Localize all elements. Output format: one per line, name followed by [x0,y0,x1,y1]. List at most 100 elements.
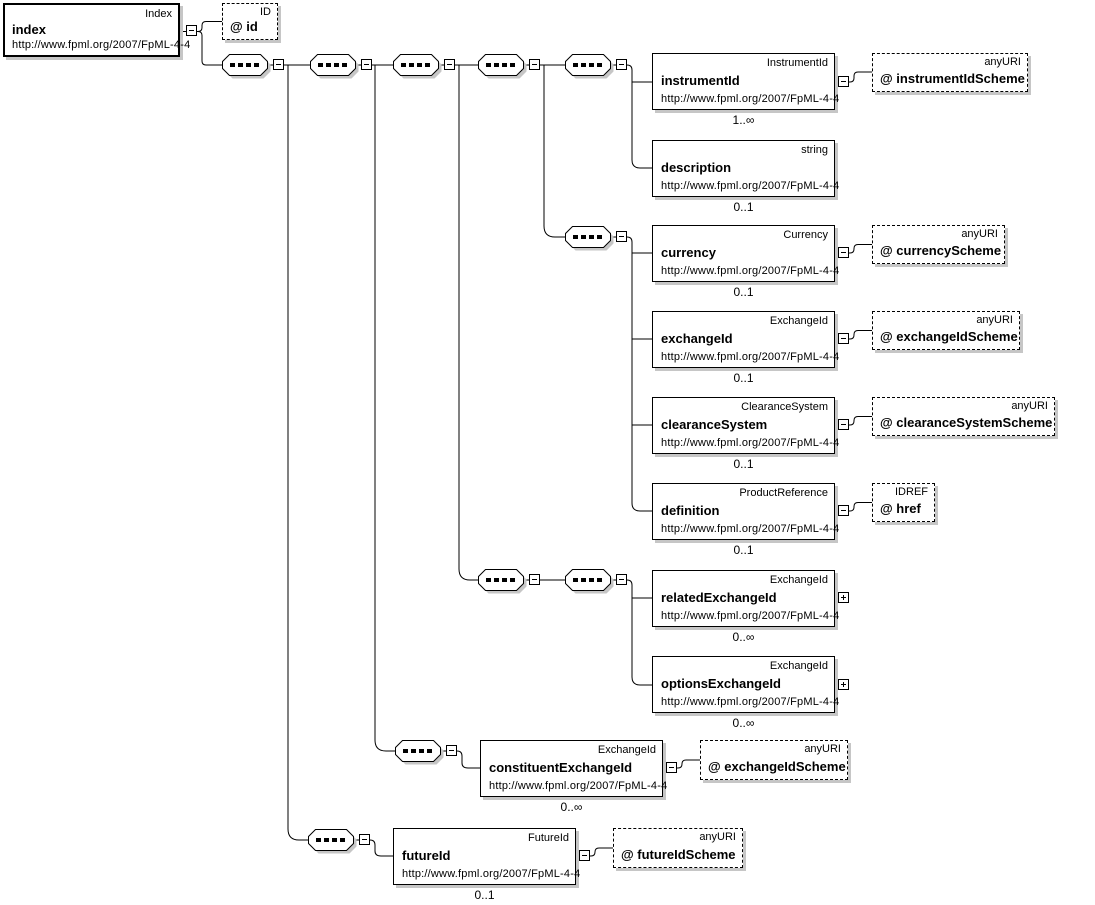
collapse-toggle-currency-group[interactable] [616,231,627,242]
octagon-shape [222,54,268,76]
connector-line [456,750,480,769]
octagon-shape [478,54,524,76]
element-box-options-exchange-id[interactable]: ExchangeId optionsExchangeId http://www.… [652,656,839,713]
collapse-toggle-exchange-id-attr[interactable] [838,333,849,344]
element-box-currency[interactable]: Currency currency http://www.fpml.org/20… [652,225,839,282]
collapse-toggle-constituent[interactable] [446,745,457,756]
octagon-shape [393,54,439,76]
element-namespace: http://www.fpml.org/2007/FpML-4-4 [661,523,840,535]
element-name: futureId [402,848,451,863]
collapse-toggle-seq-3[interactable] [444,59,455,70]
sequence-connector-main-3[interactable] [393,54,443,80]
element-type: Index [145,8,172,20]
attribute-name: @ id [230,19,258,34]
element-namespace: http://www.fpml.org/2007/FpML-4-4 [661,610,840,622]
element-namespace: http://www.fpml.org/2007/FpML-4-4 [402,868,581,880]
octagon-shape [565,226,611,248]
attribute-box-href[interactable]: IDREF @ href [872,483,935,522]
element-type: ProductReference [739,487,828,499]
connector-line [369,839,393,857]
sequence-dots [318,63,347,67]
element-box-constituent-exchange-id[interactable]: ExchangeId constituentExchangeId http://… [480,740,667,797]
expand-toggle-options-exchange-id[interactable] [838,679,849,690]
collapse-toggle-instrument-id-attr[interactable] [838,76,849,87]
attribute-box-id[interactable]: ID @ id [222,3,278,40]
element-box-related-exchange-id[interactable]: ExchangeId relatedExchangeId http://www.… [652,570,839,627]
attribute-name: @ clearanceSystemScheme [880,415,1053,430]
cardinality-label: 0..∞ [732,630,755,644]
sequence-connector-main-5[interactable] [565,54,615,80]
sequence-dots [316,838,345,842]
element-type: ExchangeId [769,660,828,672]
expand-toggle-related-exchange-id[interactable] [838,592,849,603]
collapse-toggle-constituent-attr[interactable] [666,762,677,773]
collapse-toggle-future-id-attr[interactable] [579,850,590,861]
collapse-toggle-seq-1[interactable] [273,59,284,70]
connector-line [374,65,395,752]
connector-line [287,65,308,841]
connector-line [197,31,222,66]
attribute-box-clearance-system-scheme[interactable]: anyURI @ clearanceSystemScheme [872,397,1055,436]
attribute-name: @ href [880,501,921,516]
collapse-toggle-related-1[interactable] [529,574,540,585]
attribute-name: @ futureIdScheme [621,847,736,862]
octagon-shape [565,569,611,591]
sequence-dots [403,749,432,753]
element-box-clearance-system[interactable]: ClearanceSystem clearanceSystem http://w… [652,397,839,454]
connector-line [632,252,652,426]
attribute-name: @ currencyScheme [880,243,1002,258]
attribute-type: anyURI [1011,400,1048,412]
element-box-exchange-id[interactable]: ExchangeId exchangeId http://www.fpml.or… [652,311,839,368]
sequence-connector-main-1[interactable] [222,54,272,80]
connector-line [543,65,565,238]
sequence-dots [486,578,515,582]
sequence-connector-constituent[interactable] [395,740,445,766]
collapse-toggle-definition-attr[interactable] [838,505,849,516]
element-box-future-id[interactable]: FutureId futureId http://www.fpml.org/20… [393,828,580,885]
attribute-box-exchange-id-scheme[interactable]: anyURI @ exchangeIdScheme [872,311,1020,350]
collapse-toggle-related-2[interactable] [616,574,627,585]
element-namespace: http://www.fpml.org/2007/FpML-4-4 [661,696,840,708]
element-type: ExchangeId [769,574,828,586]
sequence-connector-related-1[interactable] [478,569,528,595]
element-name: clearanceSystem [661,417,768,432]
attribute-name: @ exchangeIdScheme [708,759,846,774]
sequence-connector-future[interactable] [308,829,358,855]
cardinality-label: 0..∞ [732,716,755,730]
octagon-shape [310,54,356,76]
collapse-toggle-future[interactable] [359,834,370,845]
attribute-type: anyURI [984,56,1021,68]
element-namespace: http://www.fpml.org/2007/FpML-4-4 [489,780,668,792]
collapse-toggle-seq-4[interactable] [529,59,540,70]
element-box-definition[interactable]: ProductReference definition http://www.f… [652,483,839,540]
sequence-connector-related-2[interactable] [565,569,615,595]
cardinality-label: 0..∞ [560,800,583,814]
connector-line [590,847,613,857]
attribute-box-currency-scheme[interactable]: anyURI @ currencyScheme [872,225,1005,264]
attribute-type: ID [260,6,271,18]
collapse-toggle-seq-5[interactable] [616,59,627,70]
attribute-type: anyURI [804,743,841,755]
sequence-connector-currency-group[interactable] [565,226,615,252]
element-box-index[interactable]: Index index http://www.fpml.org/2007/FpM… [3,3,190,57]
connector-line [197,21,222,32]
attribute-box-future-id-scheme[interactable]: anyURI @ futureIdScheme [613,828,743,868]
element-box-description[interactable]: string description http://www.fpml.org/2… [652,140,839,197]
attribute-name: @ instrumentIdScheme [880,71,1025,86]
sequence-dots [486,63,515,67]
attribute-box-constituent-exchange-id-scheme[interactable]: anyURI @ exchangeIdScheme [700,740,848,780]
sequence-connector-main-4[interactable] [478,54,528,80]
element-namespace: http://www.fpml.org/2007/FpML-4-4 [661,437,840,449]
collapse-toggle-clearance-system-attr[interactable] [838,419,849,430]
element-box-instrument-id[interactable]: InstrumentId instrumentId http://www.fpm… [652,53,839,110]
collapse-toggle-currency-attr[interactable] [838,247,849,258]
collapse-toggle-index[interactable] [186,25,197,36]
element-type: ClearanceSystem [741,401,828,413]
attribute-box-instrument-id-scheme[interactable]: anyURI @ instrumentIdScheme [872,53,1028,92]
element-name: index [12,22,46,37]
sequence-connector-main-2[interactable] [310,54,360,80]
collapse-toggle-seq-2[interactable] [361,59,372,70]
element-namespace: http://www.fpml.org/2007/FpML-4-4 [661,265,840,277]
sequence-dots [573,63,602,67]
element-name: exchangeId [661,331,733,346]
